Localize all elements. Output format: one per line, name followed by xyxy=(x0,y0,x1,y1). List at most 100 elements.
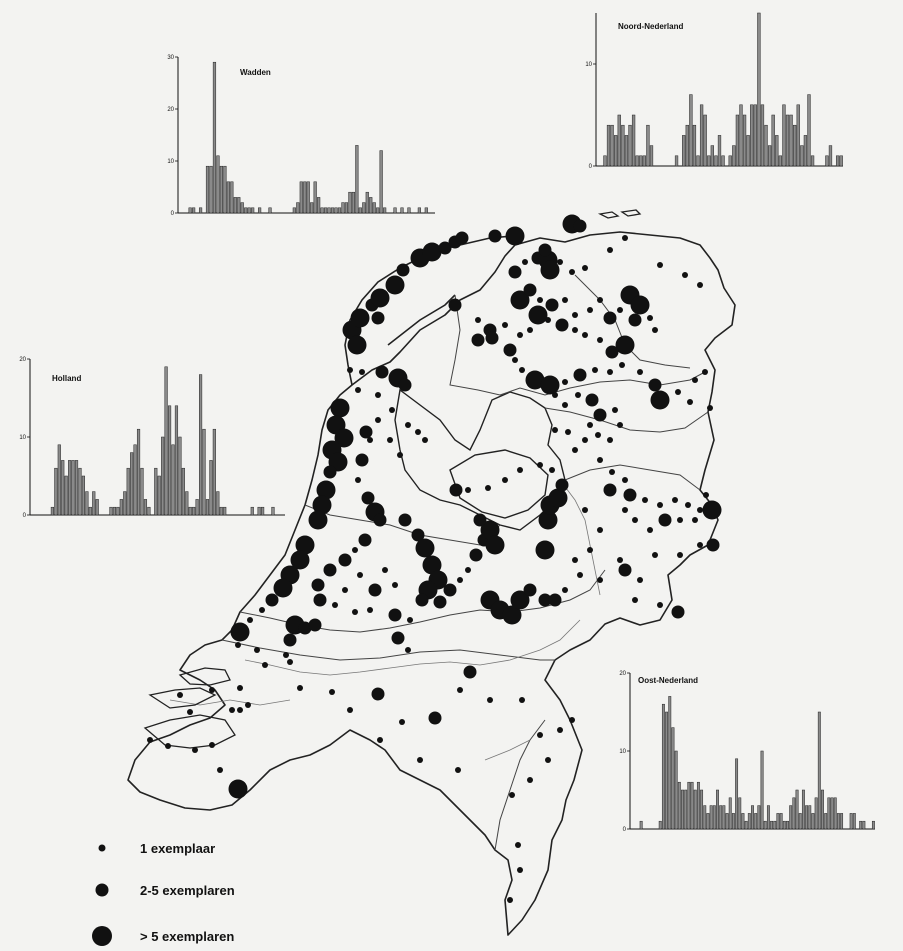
histogram-bar xyxy=(261,506,265,516)
occurrence-dot xyxy=(449,483,463,497)
histogram-bar xyxy=(178,436,182,516)
occurrence-dot xyxy=(510,590,530,610)
occurrence-dot xyxy=(443,583,457,597)
occurrence-dot xyxy=(415,593,429,607)
histogram-bar xyxy=(606,124,611,167)
histogram-bar xyxy=(849,813,853,830)
occurrence-dot xyxy=(682,272,688,278)
histogram-bar xyxy=(631,114,636,167)
occurrence-dot xyxy=(535,540,555,560)
histogram-bar xyxy=(789,114,793,167)
occurrence-dot xyxy=(617,422,623,428)
occurrence-dot xyxy=(615,335,635,355)
histogram-bar xyxy=(233,197,237,214)
occurrence-dot xyxy=(587,422,593,428)
histogram-bar xyxy=(230,181,234,214)
histogram-bar xyxy=(223,165,227,214)
occurrence-dot xyxy=(473,513,487,527)
histogram-bar xyxy=(317,197,321,214)
histogram-bar xyxy=(303,181,307,214)
histogram-bar xyxy=(754,813,758,830)
histogram-bar xyxy=(109,506,113,516)
occurrence-dot xyxy=(527,327,533,333)
occurrence-dot xyxy=(502,322,508,328)
histogram-bar xyxy=(796,104,800,167)
histogram-bar xyxy=(693,789,697,830)
histogram-bar xyxy=(757,12,761,167)
histogram-bar xyxy=(706,813,710,830)
occurrence-dot xyxy=(247,617,253,623)
legend-label-small: 1 exemplaar xyxy=(140,841,215,856)
occurrence-dot xyxy=(587,307,593,313)
histogram-bar xyxy=(237,197,241,214)
histogram-bar xyxy=(707,155,711,167)
occurrence-dot xyxy=(519,697,525,703)
occurrence-dot xyxy=(597,457,603,463)
occurrence-dot xyxy=(438,241,452,255)
histogram-bar xyxy=(603,155,607,167)
occurrence-dot xyxy=(455,767,461,773)
histogram-bar xyxy=(174,405,179,516)
histogram-bar xyxy=(862,820,866,830)
occurrence-dot xyxy=(465,567,471,573)
occurrence-dot xyxy=(512,357,518,363)
histogram-bar xyxy=(751,805,754,830)
histogram-bar xyxy=(795,789,799,830)
histogram-bar xyxy=(674,155,679,167)
provincial-border-2 xyxy=(574,274,691,369)
occurrence-dot xyxy=(229,707,235,713)
histogram-bar xyxy=(839,155,843,167)
occurrence-dot xyxy=(507,897,513,903)
occurrence-dot xyxy=(375,365,389,379)
histogram-bar xyxy=(696,781,700,830)
map-legend: 1 exemplaar 2-5 exemplaren > 5 exemplare… xyxy=(92,841,235,946)
histogram-bar xyxy=(383,207,387,214)
histogram-bar xyxy=(628,124,632,167)
histogram-bar xyxy=(417,207,421,214)
histogram-bar xyxy=(709,805,713,830)
histogram-bar xyxy=(728,797,732,830)
histogram-bar xyxy=(661,703,665,830)
histogram-bar xyxy=(362,202,366,214)
histogram-bar xyxy=(216,155,220,214)
histogram-bar xyxy=(154,467,158,516)
occurrence-dot xyxy=(549,467,555,473)
occurrence-dot xyxy=(569,269,575,275)
histogram-bar xyxy=(88,506,92,516)
occurrence-dot xyxy=(603,483,617,497)
histogram-bar xyxy=(400,207,404,214)
histogram-bar xyxy=(778,155,782,167)
histogram-bar xyxy=(674,750,678,830)
occurrence-dot xyxy=(235,642,241,648)
histogram-bar xyxy=(671,727,675,830)
occurrence-dot xyxy=(387,437,393,443)
histogram-bar xyxy=(692,124,697,167)
occurrence-dot xyxy=(265,593,279,607)
occurrence-dot xyxy=(593,408,607,422)
occurrence-dot xyxy=(557,259,563,265)
histogram-bar xyxy=(330,207,335,214)
histogram-bar xyxy=(195,499,199,516)
ijsselmeer-dike xyxy=(387,294,456,346)
histogram-bar xyxy=(825,155,829,167)
histogram-bar xyxy=(50,506,54,516)
occurrence-dot xyxy=(623,488,637,502)
occurrence-dot xyxy=(538,243,552,257)
occurrence-dot xyxy=(359,369,365,375)
histogram-bar xyxy=(327,207,331,214)
histogram-bar xyxy=(81,475,85,516)
occurrence-dot xyxy=(537,297,543,303)
occurrence-dot xyxy=(389,407,395,413)
occurrence-dot xyxy=(433,595,447,609)
occurrence-dot xyxy=(463,665,477,679)
occurrence-dot xyxy=(517,332,523,338)
occurrence-dot xyxy=(283,652,289,658)
occurrence-dot xyxy=(672,497,678,503)
occurrence-dot xyxy=(347,335,367,355)
histogram-bar xyxy=(685,124,689,167)
histogram-bar xyxy=(341,202,345,214)
histogram-bar xyxy=(299,181,303,214)
occurrence-dot xyxy=(502,605,522,625)
histogram-bar xyxy=(776,813,780,830)
occurrence-dot xyxy=(510,290,530,310)
